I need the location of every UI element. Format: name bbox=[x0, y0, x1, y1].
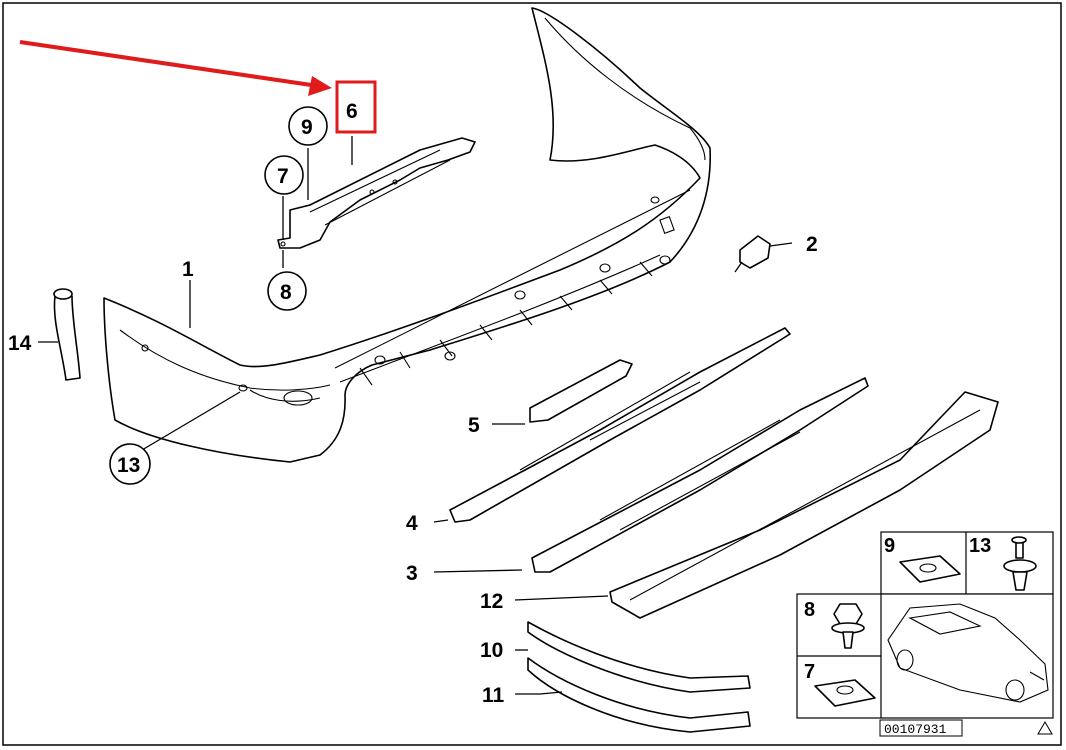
callout-1: 1 bbox=[182, 258, 194, 281]
expanding-rivet-icon bbox=[1003, 536, 1037, 591]
callout-11: 11 bbox=[482, 684, 505, 707]
callout-12: 12 bbox=[480, 590, 503, 613]
trim-strip-4 bbox=[449, 327, 791, 523]
inset-label-8: 8 bbox=[804, 599, 815, 621]
hex-bolt-icon bbox=[831, 603, 865, 649]
callout-6: 6 bbox=[346, 100, 358, 123]
tow-hook-cover bbox=[734, 235, 771, 273]
callout-3: 3 bbox=[406, 562, 418, 585]
trim-strip-3 bbox=[531, 377, 869, 573]
warning-triangle-icon bbox=[1037, 721, 1053, 735]
callout-2: 2 bbox=[806, 233, 818, 256]
car-silhouette-icon bbox=[887, 603, 1049, 703]
callout-labels: 1 2 3 4 5 6 7 8 9 10 11 12 13 14 bbox=[8, 100, 818, 707]
hose-part bbox=[53, 288, 81, 381]
inset-label-9: 9 bbox=[884, 535, 895, 557]
red-arrow-indicator bbox=[19, 40, 332, 96]
callout-7: 7 bbox=[277, 165, 289, 188]
diagram-code: 00107931 bbox=[884, 722, 947, 737]
rear-bumper-trim-panel bbox=[103, 7, 712, 463]
trim-strip-10 bbox=[527, 621, 751, 693]
callout-10: 10 bbox=[480, 639, 503, 662]
callout-8: 8 bbox=[280, 281, 292, 304]
diagram-code-box bbox=[879, 719, 963, 737]
callout-4: 4 bbox=[406, 512, 418, 535]
callout-14: 14 bbox=[8, 332, 32, 355]
trim-strip-5 bbox=[529, 359, 633, 423]
trim-strip-12 bbox=[609, 391, 999, 619]
hardware-inset: 9 13 8 7 bbox=[796, 531, 1054, 719]
bracket-part bbox=[277, 137, 476, 249]
inset-label-7: 7 bbox=[804, 661, 815, 683]
callout-13: 13 bbox=[117, 454, 140, 477]
callout-5: 5 bbox=[468, 414, 480, 437]
leader-lines bbox=[38, 136, 793, 695]
callout-9: 9 bbox=[301, 116, 313, 139]
clip-nut-icon bbox=[899, 555, 961, 583]
inset-label-13: 13 bbox=[969, 535, 991, 557]
callout-circles bbox=[109, 106, 328, 485]
clip-nut-icon bbox=[814, 679, 876, 707]
highlight-box bbox=[335, 80, 377, 134]
